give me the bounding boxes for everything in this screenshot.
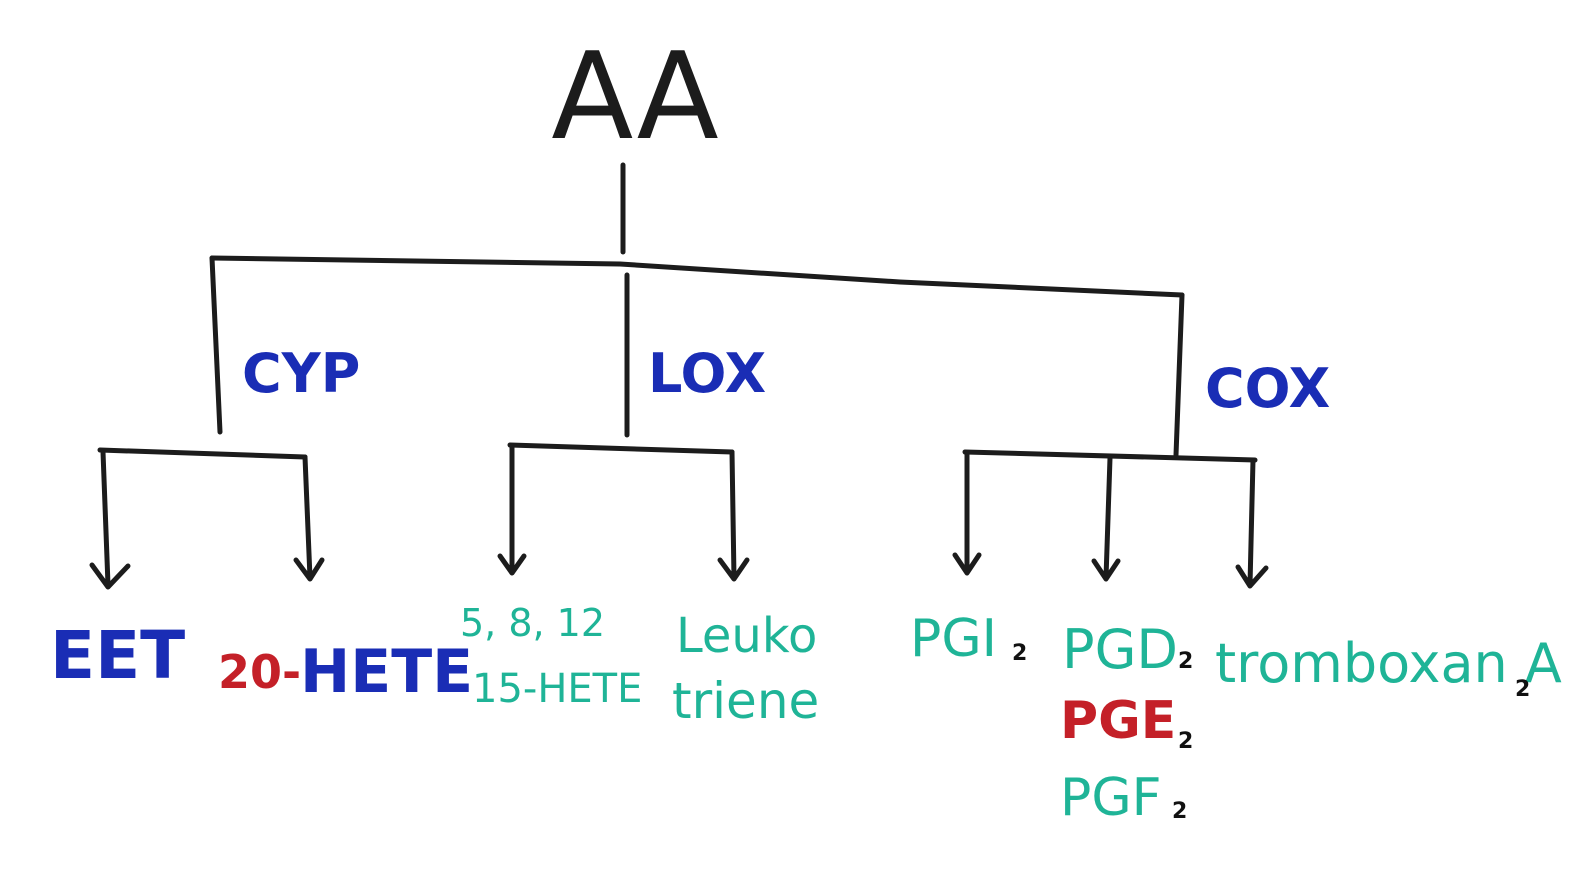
product-leuko: Leuko: [676, 608, 817, 664]
enzyme-cox: COX: [1205, 357, 1330, 420]
product-20-hete: HETE: [300, 637, 473, 707]
product-pge: PGE: [1060, 691, 1176, 751]
product-tromboxan: tromboxan A: [1215, 632, 1562, 695]
enzyme-lox: LOX: [648, 342, 766, 405]
subscript-2: 2: [1178, 649, 1193, 674]
enzyme-cyp: CYP: [242, 342, 360, 405]
product-hete-numbers: 5, 8, 12: [460, 601, 605, 645]
product-pgi: PGI: [910, 609, 997, 669]
product-pgd: PGD: [1062, 618, 1178, 681]
product-triene: triene: [672, 672, 819, 730]
product-15-hete: 15-HETE: [472, 666, 642, 712]
subscript-2: 2: [1515, 677, 1530, 702]
product-20-prefix: 20-: [218, 645, 301, 699]
connector-lines: [89, 162, 1269, 590]
subscript-2: 2: [1172, 799, 1187, 824]
subscript-2: 2: [1178, 729, 1193, 754]
product-pgf: PGF: [1060, 768, 1162, 828]
product-eet: EET: [50, 617, 185, 694]
root-label: AA: [551, 28, 719, 167]
subscript-2: 2: [1012, 641, 1027, 666]
